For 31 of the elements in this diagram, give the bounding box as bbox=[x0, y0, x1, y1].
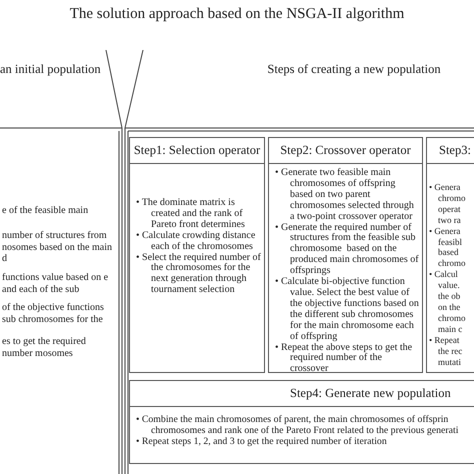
bullet-text: • Calcul value. the ob on the chromo main c bbox=[429, 269, 466, 335]
bullet-text: • Generate the required number of structures from the feasible sub chromosome based on the produced main chromosomes of offsprings bbox=[275, 222, 419, 277]
title: The solution approach based on the NSGA-II algorithm bbox=[68, 6, 406, 23]
step-box bbox=[129, 380, 474, 464]
bullet-text: • Repeat steps 1, 2, and 3 to get the required number of iteration bbox=[136, 436, 388, 448]
step-heading: Step2: Crossover operator bbox=[269, 138, 422, 164]
step-box bbox=[129, 137, 265, 373]
step-heading: Step3: bbox=[427, 138, 474, 164]
bullet-text: number of structures from nosomes based on the main d bbox=[2, 230, 113, 264]
stage-panel bbox=[124, 50, 474, 474]
stage-panel bbox=[0, 50, 124, 474]
bullet-text: • Genera chromo operat two ra bbox=[429, 182, 466, 226]
bullet-text: • Calculate bi-objective function value. Select the best value of the objective functions based on the different sub chromosomes for the main chromosome each of offspring bbox=[275, 277, 419, 342]
bullet-text: • Repeat the above steps to get the required number of the crossover bbox=[275, 342, 414, 376]
bullet-text: functions value based on e and each of the sub bbox=[2, 272, 110, 295]
bullet-text: • The dominate matrix is created and the rank of Pareto front determines bbox=[136, 198, 246, 231]
bullet-text: e of the feasible main bbox=[2, 205, 90, 216]
bullet-text: • Calculate crowding distance each of the chromosomes bbox=[136, 230, 256, 253]
step-heading: Step1: Selection operator bbox=[130, 138, 264, 164]
bullet-text: of the objective functions sub chromosomes for the bbox=[2, 302, 105, 325]
panel-heading: Steps of creating a new population bbox=[266, 62, 442, 77]
step-heading: Step4: Generate new population bbox=[130, 381, 474, 407]
bullet-text: • Select the required number of the chromosomes for the next generation through tournament selection bbox=[136, 252, 261, 296]
bullet-text: • Combine the main chromosomes of parent, the main chromosomes of offsprin chromosomes and rank one of the Pareto Front related to the previous generati bbox=[136, 415, 460, 437]
panel-heading: an initial population bbox=[0, 62, 101, 77]
step-box bbox=[426, 137, 474, 373]
bullet-text: es to get the required number mosomes bbox=[2, 336, 87, 359]
bullet-text: • Genera feasibl based chromo bbox=[429, 226, 466, 270]
step-box bbox=[268, 137, 423, 373]
bullet-text: • Repeat the rec mutati bbox=[429, 334, 464, 368]
bullet-text: • Generate two feasible main chromosomes of offspring based on two parent chromosomes selected through a two-point crossover operator bbox=[275, 168, 415, 223]
